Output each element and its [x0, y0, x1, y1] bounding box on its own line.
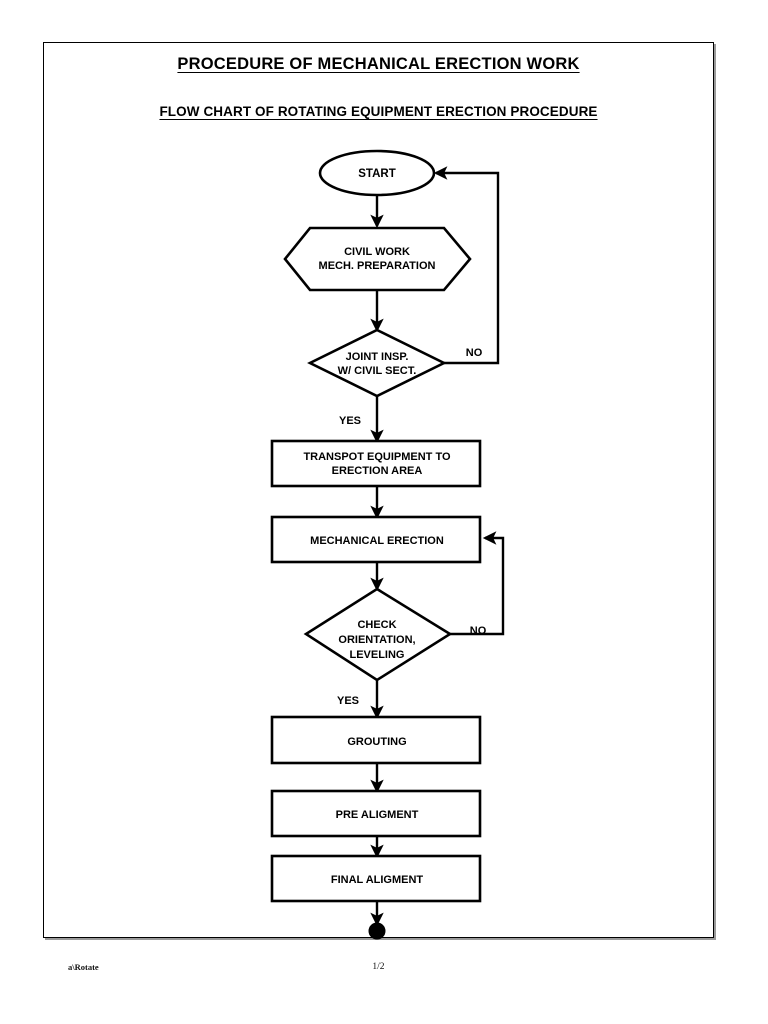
joint-no-label: NO [466, 347, 483, 359]
erection-label: MECHANICAL ERECTION [310, 535, 444, 547]
finalalign-label: FINAL ALIGMENT [331, 874, 424, 886]
civil-hexagon [283, 226, 472, 292]
transport-label-line2: ERECTION AREA [332, 465, 423, 477]
finalalign-rect [270, 854, 482, 903]
node-final-aligment[interactable]: FINAL ALIGMENT [270, 854, 482, 903]
start-label: START [358, 168, 395, 180]
footer-path-label: a\Rotate [68, 962, 99, 972]
node-start[interactable]: START [318, 149, 436, 197]
prealign-label: PRE ALIGMENT [336, 809, 419, 821]
page-footer: a\Rotate 1/2 [43, 958, 714, 982]
node-mechanical-erection[interactable]: MECHANICAL ERECTION [270, 515, 482, 564]
civil-label-line1: CIVIL WORK [344, 246, 410, 258]
grouting-label: GROUTING [347, 736, 406, 748]
node-grouting[interactable]: GROUTING [270, 715, 482, 765]
joint-diamond [307, 328, 447, 398]
check-label-line3: LEVELING [349, 649, 404, 661]
edge-joint-no-to-start [433, 166, 500, 365]
node-end-terminator [368, 922, 386, 940]
check-yes-label: YES [337, 695, 359, 707]
footer-page-number: 1/2 [372, 962, 385, 972]
check-label-line1: CHECK [357, 619, 396, 631]
transport-rect [270, 439, 482, 488]
civil-label-line2: MECH. PREPARATION [319, 260, 436, 272]
joint-label-line2: W/ CIVIL SECT. [338, 365, 417, 377]
check-no-label: NO [470, 625, 487, 637]
grouting-rect [270, 715, 482, 765]
joint-label-line1: JOINT INSP. [346, 351, 409, 363]
prealign-rect [270, 789, 482, 838]
node-joint-inspection[interactable]: JOINT INSP. W/ CIVIL SECT. [307, 328, 447, 398]
edge-check-no-to-erection [450, 531, 505, 636]
erection-rect [270, 515, 482, 564]
transport-label-line1: TRANSPOT EQUIPMENT TO [303, 451, 451, 463]
joint-yes-label: YES [339, 415, 361, 427]
check-diamond [303, 587, 453, 682]
check-label-line2: ORIENTATION, [338, 634, 415, 646]
node-civil-work[interactable]: CIVIL WORK MECH. PREPARATION [283, 226, 472, 292]
node-check-orientation[interactable]: CHECK ORIENTATION, LEVELING [303, 587, 453, 682]
node-pre-aligment[interactable]: PRE ALIGMENT [270, 789, 482, 838]
start-ellipse [318, 149, 436, 197]
node-transport-equipment[interactable]: TRANSPOT EQUIPMENT TO ERECTION AREA [270, 439, 482, 488]
